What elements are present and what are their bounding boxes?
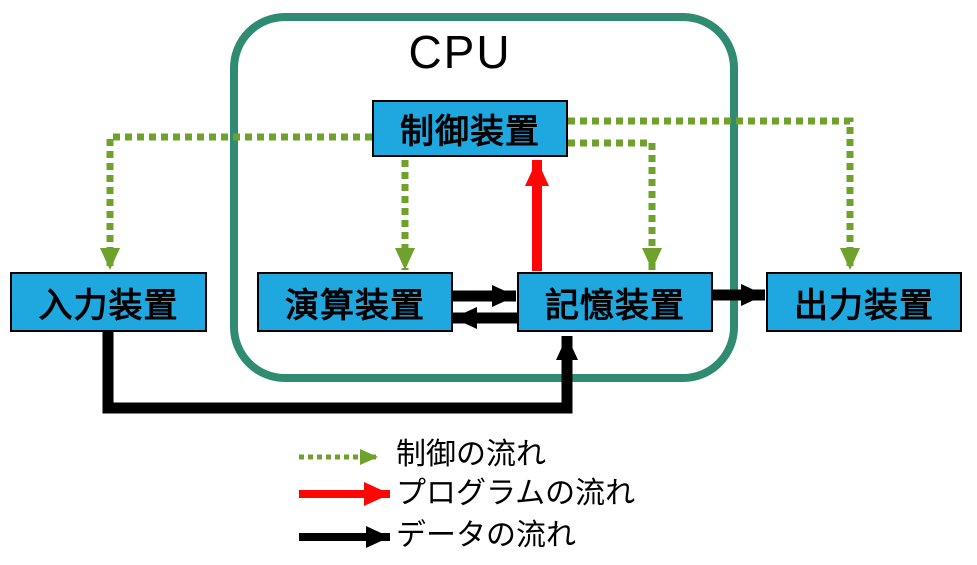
- cpu-boundary-box: [230, 13, 738, 382]
- cpu-title: CPU: [408, 26, 512, 78]
- node-arithmetic-unit: 演算装置: [257, 272, 453, 332]
- legend-label-data-flow: データの流れ: [396, 519, 576, 552]
- node-memory-unit: 記憶装置: [517, 272, 713, 332]
- legend-label-program-flow: プログラムの流れ: [396, 477, 636, 510]
- node-control-unit: 制御装置: [372, 100, 568, 157]
- arrow-control-to-memory: [568, 139, 662, 270]
- arrow-input-to-memory: [102, 331, 578, 414]
- node-output-device: 出力装置: [766, 272, 962, 332]
- arrow-control-to-input: [100, 133, 372, 270]
- arrow-control-to-output: [568, 117, 860, 270]
- node-input-device: 入力装置: [10, 272, 207, 332]
- legend-label-control-flow: 制御の流れ: [396, 438, 546, 471]
